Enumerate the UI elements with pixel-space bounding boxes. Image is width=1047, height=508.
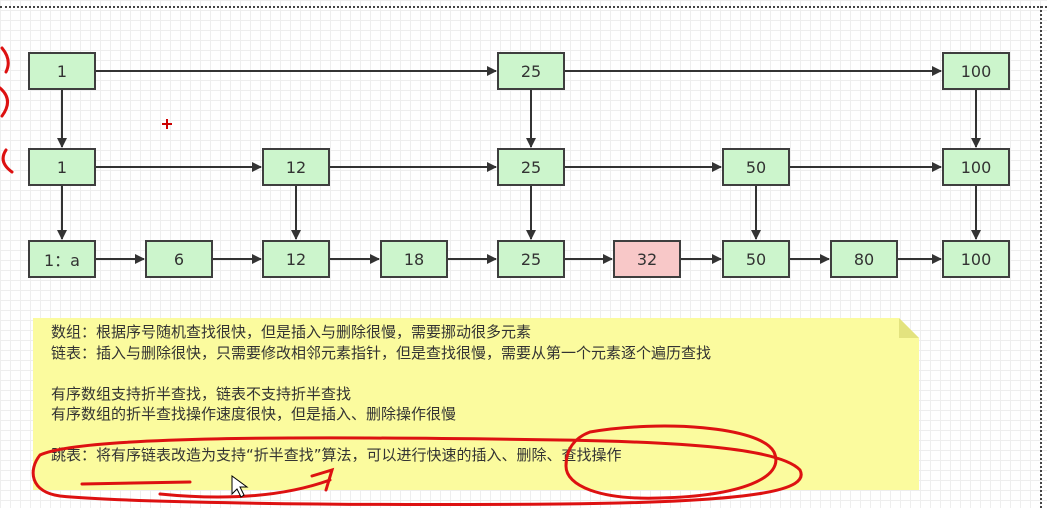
note-folded-corner: [899, 318, 919, 338]
node-l1-25: 25: [497, 148, 565, 186]
right-dotted-border: [1040, 6, 1042, 508]
node-l2-1: 1: [28, 52, 96, 90]
node-l0-1: 1：a: [28, 240, 96, 278]
node-l0-12: 12: [262, 240, 330, 278]
note-line: 有序数组的折半查找操作速度很快，但是插入、删除操作很慢: [51, 405, 457, 423]
node-l0-80: 80: [830, 240, 898, 278]
node-l1-100: 100: [942, 148, 1010, 186]
node-l0-50: 50: [722, 240, 790, 278]
node-l1-12: 12: [262, 148, 330, 186]
mouse-cursor-icon: [231, 475, 249, 498]
top-dotted-border: [0, 6, 1047, 8]
node-l0-6: 6: [145, 240, 213, 278]
red-ellipse-inner: [564, 424, 778, 500]
red-arrow-line: [158, 478, 332, 499]
node-l0-32: 32: [613, 240, 681, 278]
node-l0-18: 18: [380, 240, 448, 278]
node-l0-100: 100: [942, 240, 1010, 278]
red-mark-left-mid: [0, 86, 9, 118]
node-l0-25: 25: [497, 240, 565, 278]
node-l1-1: 1: [28, 148, 96, 186]
red-arrow-head: [310, 467, 335, 492]
note-line: 链表：插入与删除很快，只需要修改相邻元素指针，但是查找很慢，需要从第一个元素逐个…: [51, 343, 712, 362]
node-l2-100: 100: [942, 52, 1010, 90]
red-mark-left-bottom: [1, 148, 14, 174]
red-ellipse-outer: [31, 436, 803, 507]
red-plus-mark: [162, 119, 172, 129]
note-line: 数组：根据序号随机查找很快，但是插入与删除很慢，需要挪动很多元素: [51, 323, 532, 341]
red-mark-left-top: [0, 46, 10, 74]
node-l1-50: 50: [722, 148, 790, 186]
note-text: 数组：根据序号随机查找很快，但是插入与删除很慢，需要挪动很多元素链表：插入与删除…: [51, 322, 711, 466]
note-line: 有序数组支持折半查找，链表不支持折半查找: [51, 384, 352, 403]
note-line: 跳表：将有序链表改造为支持“折半查找”算法，可以进行快速的插入、删除、查找操作: [51, 446, 622, 464]
node-l2-25: 25: [497, 52, 565, 90]
red-underline: [80, 480, 192, 486]
